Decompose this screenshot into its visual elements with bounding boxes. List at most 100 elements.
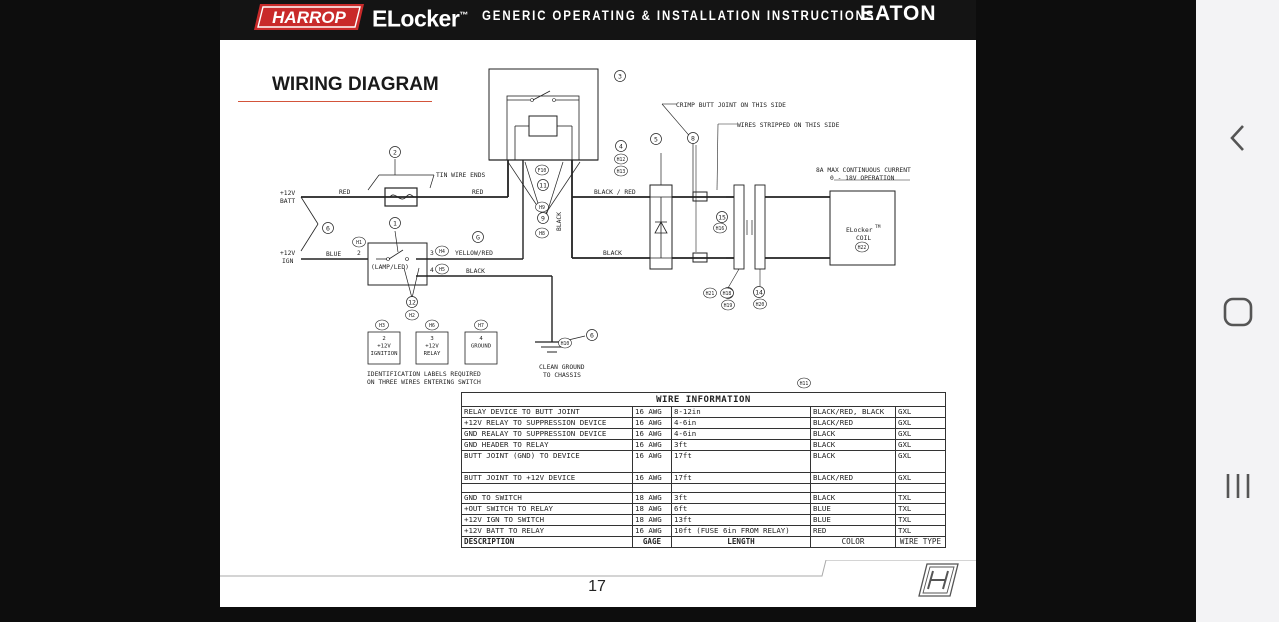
chevron-left-icon (1229, 125, 1244, 151)
rounded-square-icon (1223, 297, 1252, 327)
ref-h7: H7 (474, 319, 488, 331)
label-current-line2: 0 - 18V OPERATION (830, 175, 895, 182)
id-label-line: IGNITION (371, 351, 398, 357)
label-batt: BATT (280, 198, 295, 205)
eaton-logo: EATON (860, 2, 937, 25)
elocker-logo: ELocker™ (372, 0, 468, 32)
callout-2: 2 (389, 146, 401, 158)
callout-5: 5 (650, 133, 662, 145)
svg-text:H6: H6 (429, 323, 435, 329)
cell-color: BLUE (810, 514, 896, 526)
id-label-line: +12V (425, 344, 439, 350)
wire-table-title: WIRE INFORMATION (461, 392, 946, 407)
ref-h12: H12 (614, 153, 628, 165)
ref-h18: H18 (720, 287, 734, 299)
svg-text:3: 3 (618, 72, 622, 80)
label-wires-stripped: WIRES STRIPPED ON THIS SIDE (737, 122, 840, 129)
cell-wire-type: GXL (895, 439, 946, 451)
svg-text:6: 6 (590, 331, 594, 339)
label-wire-blue: BLUE (326, 251, 341, 258)
id-label-line: 2 (382, 336, 385, 342)
recents-button[interactable] (1196, 456, 1279, 516)
svg-text:15: 15 (718, 213, 726, 221)
connector-left (733, 184, 745, 270)
cell-gage: 18 AWG (632, 492, 672, 504)
product-name: ELocker (372, 5, 460, 32)
cell-wire-type: TXL (895, 514, 946, 526)
svg-text:14: 14 (755, 288, 763, 296)
label-coil-line1: ELocker (846, 227, 873, 234)
cell-wire-type: GXL (895, 472, 946, 484)
callout-9: 9 (537, 212, 549, 224)
label-pin-3: 3 (430, 250, 434, 257)
label-wire-red-2: RED (472, 189, 484, 196)
harrop-logo-text: HARROP (272, 8, 346, 27)
ref-h20: H20 (753, 298, 767, 310)
page-header: HARROP ELocker™ GENERIC OPERATING & INST… (220, 0, 976, 40)
cell-description: RELAY DEVICE TO BUTT JOINT (461, 406, 633, 418)
svg-text:2: 2 (393, 148, 397, 156)
callout-15: 15 (716, 211, 728, 223)
label-pin-2: 2 (357, 250, 361, 257)
wire-table-spacer (461, 483, 946, 493)
callout-4: 4 (615, 140, 627, 152)
wiring-diagram: TIN WIRE ENDS CRIMP BUTT JOINT ON THIS S… (280, 68, 911, 389)
relay-coil (528, 115, 558, 137)
cell-color: BLUE (810, 503, 896, 515)
callout-6: 6 (322, 222, 334, 234)
svg-text:6: 6 (326, 224, 330, 232)
svg-text:8: 8 (691, 134, 695, 142)
callout-8: 8 (687, 132, 699, 144)
label-batt-voltage: +12V (280, 190, 295, 197)
cell-length: 4-6in (671, 417, 811, 429)
col-description: DESCRIPTION (461, 536, 633, 548)
three-bars-icon (1226, 474, 1249, 498)
label-lamp-led: (LAMP/LED) (371, 264, 409, 271)
ref-h11: H11 (797, 377, 811, 389)
cell-wire-type: TXL (895, 503, 946, 515)
id-label-line: +12V (377, 344, 391, 350)
document-viewer: HARROP ELocker™ GENERIC OPERATING & INST… (220, 0, 976, 607)
home-button[interactable] (1196, 282, 1279, 342)
col-color: COLOR (810, 536, 896, 548)
svg-text:12: 12 (408, 298, 416, 306)
cell-description: GND TO SWITCH (461, 492, 633, 504)
label-coil-line2: COIL (856, 235, 871, 242)
label-wire-yellow-red: YELLOW/RED (455, 250, 493, 257)
ref-h5: H5 (435, 263, 449, 275)
label-ground-line2: TO CHASSIS (543, 372, 581, 379)
cell-description: BUTT JOINT (GND) TO DEVICE (461, 450, 633, 473)
ref-h19: H19 (721, 299, 735, 311)
cell-gage: 16 AWG (632, 428, 672, 440)
cell-gage: 16 AWG (632, 472, 672, 484)
cell-description: GND HEADER TO RELAY (461, 439, 633, 451)
connector-right (754, 184, 766, 270)
ref-h13: H13 (614, 165, 628, 177)
id-label-line: GROUND (471, 344, 492, 350)
android-nav-bar (1196, 0, 1279, 622)
cell-length: 6ft (671, 503, 811, 515)
cell-gage: 16 AWG (632, 406, 672, 418)
svg-text:H12: H12 (617, 157, 626, 163)
ref-h2: H2 (405, 309, 419, 321)
back-button[interactable] (1196, 108, 1279, 168)
svg-text:H7: H7 (478, 323, 484, 329)
svg-text:H5: H5 (439, 267, 445, 273)
cell-gage: 16 AWG (632, 450, 672, 473)
relay-switch-contact (532, 90, 551, 101)
svg-text:H1: H1 (356, 240, 362, 246)
manual-page: WIRING DIAGRAM (220, 40, 976, 607)
cell-color: BLACK/RED (810, 472, 896, 484)
label-ign: IGN (282, 258, 294, 265)
svg-text:H16: H16 (716, 226, 725, 232)
harrop-logo: HARROP (254, 4, 364, 30)
